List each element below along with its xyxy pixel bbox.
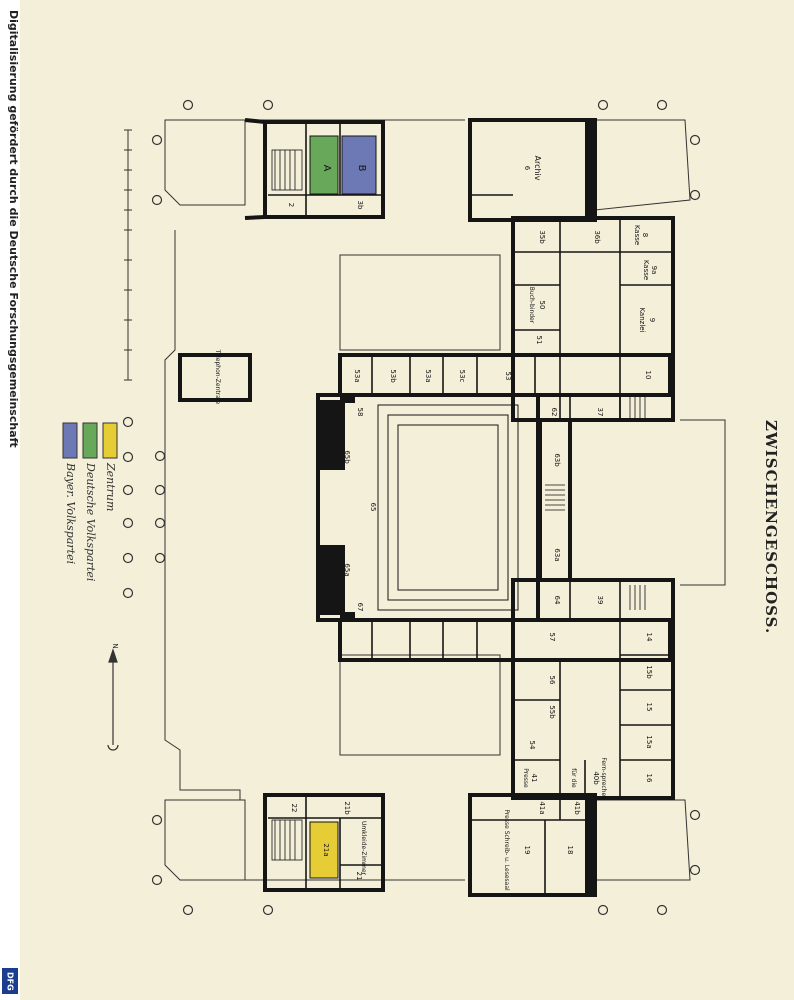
label-umkleide: Umkleide-Zimmer (360, 821, 367, 876)
label-room-3b: 3b (356, 201, 364, 210)
label-room-8: 8 (641, 233, 649, 237)
north-arrow (107, 648, 119, 751)
label-room-B: B (356, 165, 367, 172)
label-room-58: 58 (356, 408, 364, 417)
plenary-pillars (320, 120, 595, 895)
label-room-15b: 15b (645, 665, 653, 679)
legend-swatch-bayer-volkspartei (62, 422, 78, 459)
label-lesesaal: Presse Schreib- u. Lesesaal (503, 809, 510, 891)
label-room-15a: 15a (645, 735, 653, 748)
label-room-53b: 53b (389, 369, 397, 383)
dfg-logo: DFG (2, 968, 18, 994)
label-room-65a: 65a (343, 563, 351, 576)
digitization-sidebar: Digitalisierung gefördert durch die Deut… (0, 0, 20, 1000)
legend-label-deutsche-volkspartei: Deutsche Volkspartei (84, 463, 97, 582)
label-room-36b: 36b (593, 230, 601, 244)
label-room-37: 37 (596, 408, 604, 417)
label-room-53c: 53c (458, 370, 466, 383)
label-room-53a-2: 53a (424, 369, 432, 382)
label-telephon-zentrale: Telephon-Zentrale (214, 349, 221, 405)
label-room-67: 67 (356, 603, 364, 612)
label-room-39: 39 (596, 596, 604, 605)
label-room-53: 53 (504, 372, 512, 381)
label-room-21a: 21a (322, 843, 330, 856)
room-B-bayer-volkspartei (341, 135, 377, 195)
label-room-64: 64 (553, 596, 561, 605)
legend-swatch-deutsche-volkspartei (82, 422, 98, 459)
staircases (271, 149, 646, 861)
label-room-21: 21 (355, 872, 363, 881)
label-fernsprecher: Fern-sprecher (600, 757, 607, 799)
label-room-2: 2 (287, 203, 295, 207)
label-room-15: 15 (645, 703, 653, 712)
label-room-22: 22 (290, 804, 298, 813)
label-room-63b: 63b (553, 453, 561, 467)
label-room-21b: 21b (343, 801, 351, 815)
label-room-65: 65 (369, 503, 377, 512)
room-A-deutsche-volkspartei (309, 135, 339, 195)
label-room-10: 10 (644, 371, 652, 380)
label-room-65b: 65b (343, 450, 351, 464)
label-room-56: 56 (548, 676, 556, 685)
label-room-50: 50 (538, 301, 546, 310)
label-room-63a: 63a (553, 548, 561, 561)
label-room-19: 19 (523, 846, 531, 855)
label-room-55b: 55b (548, 705, 556, 719)
label-archiv: Archiv (533, 155, 542, 180)
label-kanzlei: Kanzlei (638, 307, 646, 332)
scale-bar (124, 129, 132, 381)
legend-label-zentrum: Zentrum (104, 463, 117, 512)
room-21a-zentrum (309, 821, 339, 879)
label-room-41: 41 (530, 774, 538, 783)
interior-partitions (268, 124, 673, 893)
label-room-51: 51 (535, 336, 543, 345)
label-room-9: 9 (648, 318, 656, 322)
label-room-54: 54 (528, 741, 536, 750)
label-kasse-1: Kasse (633, 225, 641, 245)
label-room-A: A (321, 165, 332, 172)
label-room-18: 18 (566, 846, 574, 855)
label-room-53a-1: 53a (353, 369, 361, 382)
label-room-41a: 41a (538, 801, 546, 814)
label-room-62: 62 (550, 408, 558, 417)
building-walls (178, 118, 675, 897)
label-room-9a: 9a (650, 266, 658, 275)
label-room-35b: 35b (538, 230, 546, 244)
map-sheet (20, 0, 794, 1000)
label-room-14: 14 (645, 633, 653, 642)
label-kasse-2: Kasse (642, 260, 650, 280)
legend-swatch-zentrum (102, 422, 118, 459)
label-room-41b: 41b (573, 801, 581, 815)
floor-title: ZWISCHENGESCHOSS. (762, 420, 780, 635)
label-presse: Presse (522, 768, 529, 788)
label-room-16: 16 (645, 774, 653, 783)
label-fuer-die: für die (570, 768, 577, 788)
label-buchbinder: Buch-binder (528, 287, 535, 324)
label-room-57: 57 (548, 633, 556, 642)
legend-label-bayer-volkspartei: Bayer. Volkspartei (64, 463, 77, 565)
column-markers (122, 99, 701, 916)
label-north: N (111, 643, 119, 648)
label-room-6: 6 (523, 166, 531, 171)
label-room-40b: 40b (592, 771, 600, 785)
